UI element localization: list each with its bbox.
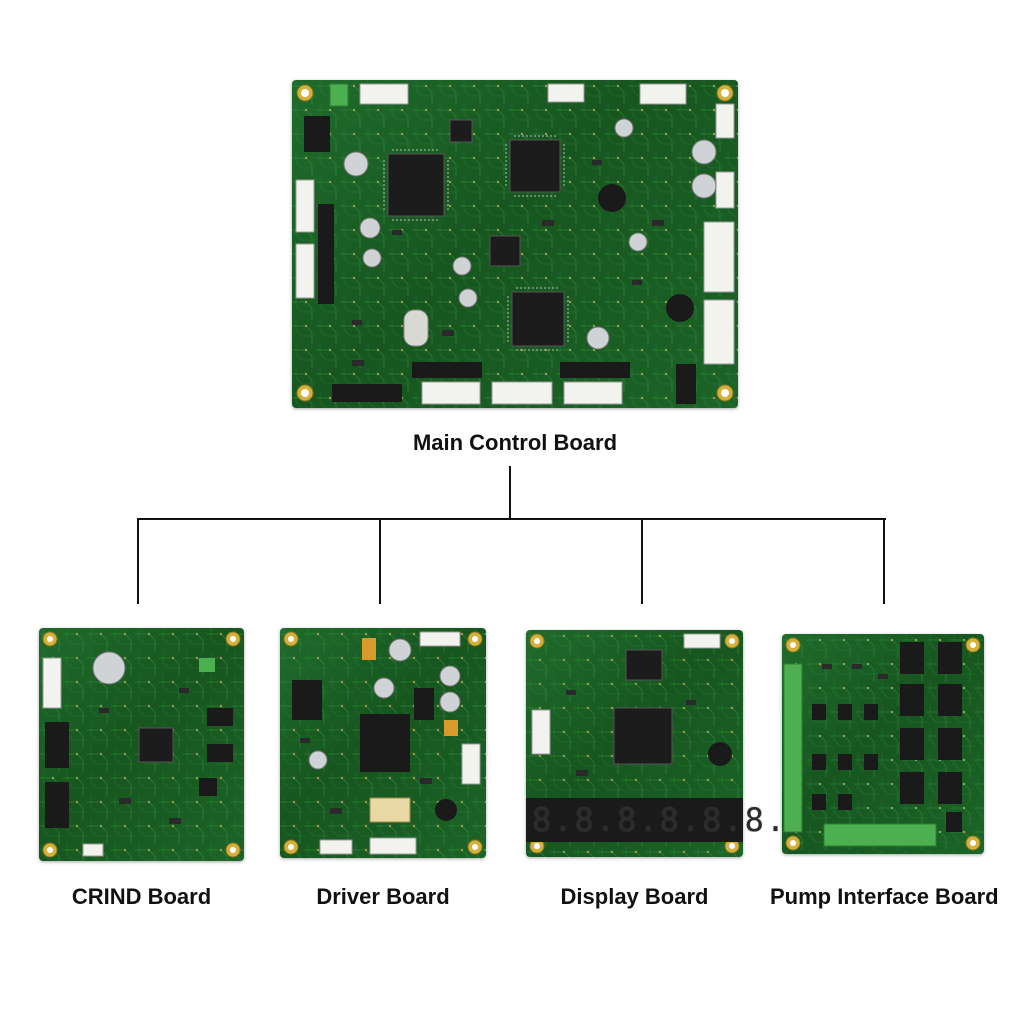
seven-segment-display: 8.8.8.8.8.8.	[532, 801, 788, 839]
branch-line-driver	[379, 518, 381, 604]
bus-line	[137, 518, 886, 520]
crind-board-label: CRIND Board	[71, 884, 212, 909]
pump-interface-board	[782, 634, 984, 854]
branch-line-pump	[883, 518, 885, 604]
branch-line-display	[641, 518, 643, 604]
driver-board	[280, 628, 486, 858]
trunk-line	[509, 466, 511, 520]
driver-board-label: Driver Board	[316, 884, 450, 909]
pump-interface-board-label: Pump Interface Board	[770, 884, 999, 909]
pump-interface-board-circuitry	[782, 634, 984, 854]
crind-board	[39, 628, 244, 861]
main-board-circuitry	[292, 80, 738, 408]
display-board-circuitry	[526, 630, 743, 857]
crind-board-circuitry	[39, 628, 244, 861]
main-board-label: Main Control Board	[412, 430, 618, 455]
main-control-board	[292, 80, 738, 408]
display-board: 8.8.8.8.8.8.	[526, 630, 788, 857]
branch-line-crind	[137, 518, 139, 604]
display-board-label: Display Board	[560, 884, 709, 909]
driver-board-circuitry	[280, 628, 486, 858]
